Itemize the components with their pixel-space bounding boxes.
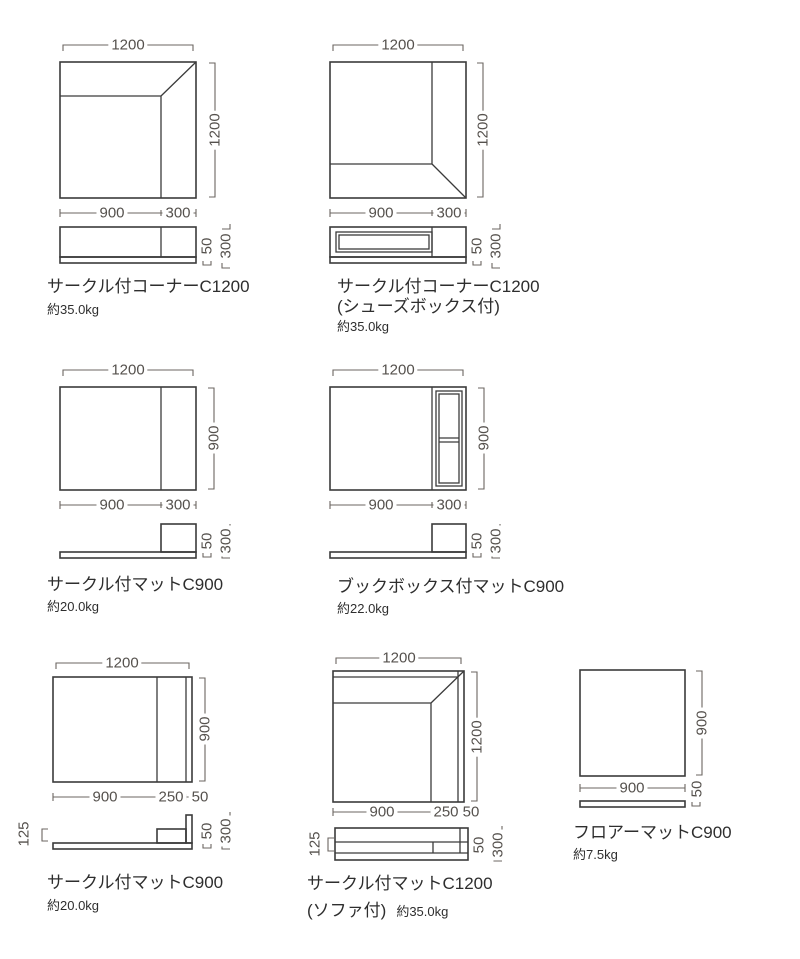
d6-dim-top-width: 1200 — [379, 650, 419, 666]
d7-dim-bottom-a: 900 — [616, 780, 648, 796]
d7-product-weight: 約7.5kg — [573, 847, 618, 862]
d6-dim-seat-height: 125 — [307, 828, 324, 860]
d5-dim-wall-height: 300 — [218, 815, 235, 847]
d1-dim-mat-height: 50 — [199, 234, 216, 258]
d4-product-weight: 約22.0kg — [337, 601, 390, 616]
d6-product-title: サークル付マットC1200 — [307, 874, 493, 893]
d6-dim-bottom-c: 50 — [459, 804, 483, 820]
d1-dim-wall-height: 300 — [218, 230, 235, 262]
d3-dim-wall-height: 300 — [218, 525, 235, 557]
d1-product-title: サークル付コーナーC1200 — [47, 277, 250, 296]
d6-product-weight: 約35.0kg — [396, 904, 449, 919]
d1-dim-bottom-a: 900 — [96, 205, 128, 221]
d2-dim-wall-height: 300 — [488, 230, 505, 262]
d2-product-weight: 約35.0kg — [337, 319, 390, 334]
d7-dim-side-depth: 900 — [694, 707, 711, 739]
d4-dim-wall-height: 300 — [488, 525, 505, 557]
d3-dim-bottom-b: 300 — [162, 497, 194, 513]
d3-dim-bottom-a: 900 — [96, 497, 128, 513]
d1-dim-bottom-b: 300 — [162, 205, 194, 221]
d2-dim-bottom-b: 300 — [433, 205, 465, 221]
d1-drawing — [59, 44, 231, 269]
d4-dim-top-width: 1200 — [378, 362, 418, 378]
d3-dim-side-depth: 900 — [206, 422, 223, 454]
d6-drawing — [327, 657, 503, 862]
d2-dim-mat-height: 50 — [469, 234, 486, 258]
d5-dim-side-depth: 900 — [197, 713, 214, 745]
d7-product-title: フロアーマットC900 — [573, 823, 732, 842]
d4-dim-bottom-a: 900 — [365, 497, 397, 513]
d7-dim-mat-height: 50 — [689, 777, 706, 801]
d3-product-weight: 約20.0kg — [47, 599, 100, 614]
d1-product-weight: 約35.0kg — [47, 302, 100, 317]
d2-dim-side-depth: 1200 — [475, 110, 492, 150]
d5-dim-mat-height: 50 — [199, 819, 216, 843]
d3-dim-top-width: 1200 — [108, 362, 148, 378]
d7-drawing — [579, 669, 703, 808]
d6-dim-wall-height: 300 — [490, 829, 507, 861]
d3-product-title: サークル付マットC900 — [47, 575, 224, 594]
d1-dim-top-width: 1200 — [108, 37, 148, 53]
d4-dim-side-depth: 900 — [476, 422, 493, 454]
d6-dim-mat-height: 50 — [471, 833, 488, 857]
d5-dim-top-width: 1200 — [102, 655, 142, 671]
d5-dim-seat-height: 125 — [16, 818, 33, 850]
d5-dim-bottom-c: 50 — [188, 789, 212, 805]
d4-dim-bottom-b: 300 — [433, 497, 465, 513]
d6-dim-side-depth: 1200 — [469, 717, 486, 757]
d2-product-subtitle: (シューズボックス付) — [337, 297, 500, 316]
d2-dim-top-width: 1200 — [378, 37, 418, 53]
d5-dim-bottom-b: 250 — [155, 789, 187, 805]
d2-dim-bottom-a: 900 — [365, 205, 397, 221]
d6-product-subtitle: (ソファ付) — [307, 901, 387, 920]
d2-product-title: サークル付コーナーC1200 — [337, 277, 540, 296]
d5-product-title: サークル付マットC900 — [47, 873, 224, 892]
d3-dim-mat-height: 50 — [199, 529, 216, 553]
d6-dim-bottom-a: 900 — [366, 804, 398, 820]
d4-dim-mat-height: 50 — [469, 529, 486, 553]
d6-product-subtitle-row: (ソファ付) 約35.0kg — [307, 896, 448, 921]
d6-dim-bottom-b: 250 — [430, 804, 462, 820]
d1-dim-side-depth: 1200 — [207, 110, 224, 150]
d5-dim-bottom-a: 900 — [89, 789, 121, 805]
d4-product-title: ブックボックス付マットC900 — [337, 577, 565, 596]
d5-product-weight: 約20.0kg — [47, 898, 100, 913]
